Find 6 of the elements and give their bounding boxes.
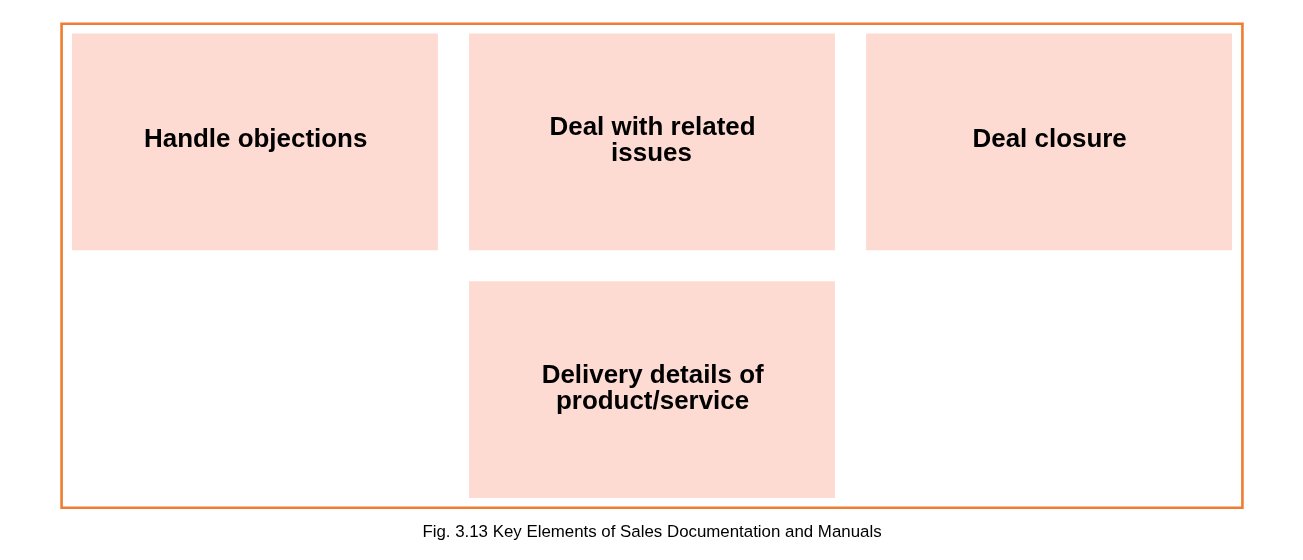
node-box: Deal with related issues [468,33,835,251]
caption: Fig. 3.13 Key Elements of Sales Documentation and Manuals [421,521,882,541]
node-box: Delivery details of product/service [468,281,835,498]
node-box: Deal closure [865,33,1232,251]
node-box: Handle objections [71,33,438,251]
cluster [59,22,1244,510]
